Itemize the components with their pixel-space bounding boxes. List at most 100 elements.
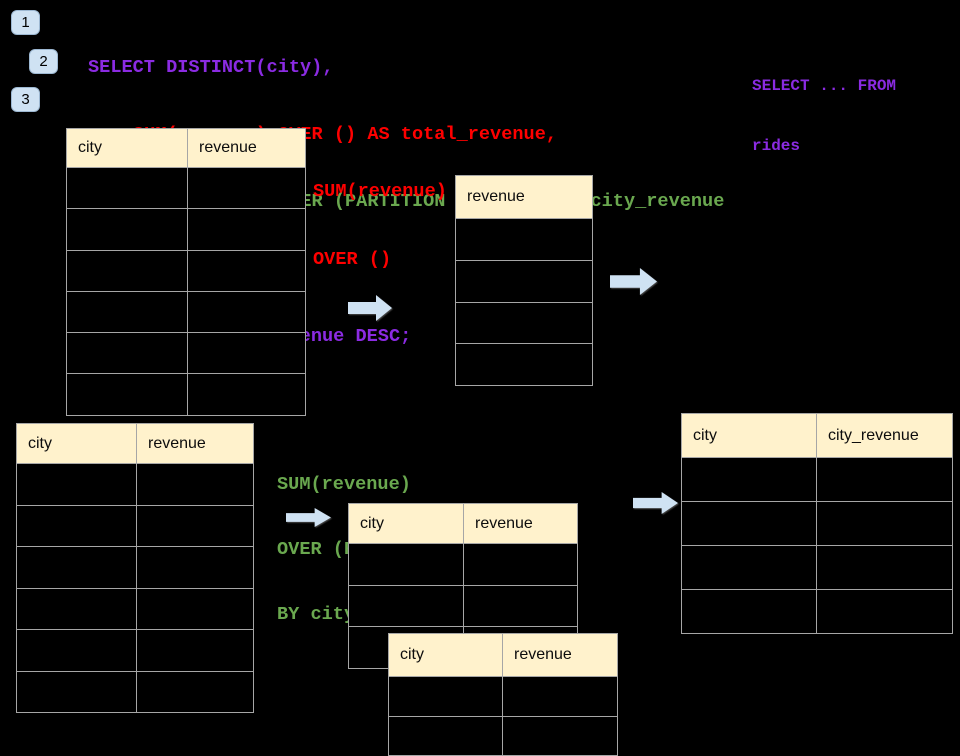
annotation-sum-over-line-1: SUM(revenue) bbox=[313, 181, 447, 204]
column-header-city: city bbox=[17, 424, 137, 464]
column-header-city-revenue: city_revenue bbox=[817, 414, 953, 458]
step-badge-1: 1 bbox=[11, 10, 40, 35]
annotation-partition-line-1: SUM(revenue) bbox=[277, 474, 444, 496]
table-cell-empty bbox=[349, 586, 464, 628]
table-cell-empty bbox=[456, 219, 593, 261]
table-cell-empty bbox=[67, 333, 188, 374]
annotation-sum-over-line-2: OVER () bbox=[313, 249, 447, 272]
step-badge-2: 2 bbox=[29, 49, 58, 74]
table-cell-empty bbox=[389, 717, 503, 756]
table-cell-empty bbox=[503, 677, 618, 717]
table-cell-empty bbox=[67, 209, 188, 250]
table-row bbox=[17, 506, 254, 548]
table-cell-empty bbox=[188, 251, 306, 292]
table-header-row: city revenue bbox=[17, 424, 254, 464]
table-cell-empty bbox=[389, 677, 503, 717]
table-row bbox=[456, 303, 593, 345]
table-cell-empty bbox=[17, 464, 137, 506]
table-cell-empty bbox=[188, 333, 306, 374]
flow-arrow-right-icon bbox=[610, 268, 657, 295]
column-header-city: city bbox=[389, 634, 503, 677]
sql-side-line-1: SELECT ... FROM bbox=[752, 76, 896, 96]
column-header-revenue: revenue bbox=[464, 504, 578, 544]
table-cell-empty bbox=[682, 546, 817, 590]
table-cell-empty bbox=[349, 544, 464, 586]
table-row bbox=[17, 547, 254, 589]
table-header-row: city revenue bbox=[349, 504, 578, 544]
table-cell-empty bbox=[188, 209, 306, 250]
table-partition-overlay: city revenue bbox=[388, 633, 618, 756]
sql-snippet-select-from: SELECT ... FROM rides bbox=[752, 36, 896, 176]
table-cell-empty bbox=[817, 590, 953, 634]
sql-side-line-2: rides bbox=[752, 136, 896, 156]
table-cell-empty bbox=[137, 506, 254, 548]
table-cell-empty bbox=[682, 502, 817, 546]
table-cell-empty bbox=[188, 292, 306, 333]
table-row bbox=[682, 458, 953, 502]
table-row bbox=[389, 717, 618, 756]
flow-arrow-right-icon bbox=[348, 295, 392, 321]
table-header-row: city city_revenue bbox=[682, 414, 953, 458]
flow-arrow-right-icon bbox=[286, 508, 331, 527]
column-header-revenue: revenue bbox=[137, 424, 254, 464]
table-cell-empty bbox=[137, 464, 254, 506]
table-header-row: revenue bbox=[456, 176, 593, 219]
table-row bbox=[682, 590, 953, 634]
table-row bbox=[17, 464, 254, 506]
table-cell-empty bbox=[817, 458, 953, 502]
table-cell-empty bbox=[456, 303, 593, 345]
table-row bbox=[682, 502, 953, 546]
table-row bbox=[17, 672, 254, 714]
table-cell-empty bbox=[188, 374, 306, 415]
table-source-top: city revenue bbox=[66, 128, 306, 416]
table-row bbox=[67, 168, 306, 209]
table-cell-empty bbox=[503, 717, 618, 756]
table-total-revenue: revenue bbox=[455, 175, 593, 386]
table-cell-empty bbox=[817, 502, 953, 546]
table-cell-empty bbox=[817, 546, 953, 590]
table-row bbox=[67, 292, 306, 333]
column-header-revenue: revenue bbox=[188, 129, 306, 168]
table-row bbox=[456, 261, 593, 303]
table-cell-empty bbox=[17, 589, 137, 631]
table-cell-empty bbox=[456, 344, 593, 386]
table-header-row: city revenue bbox=[389, 634, 618, 677]
table-row bbox=[389, 677, 618, 717]
table-result: city city_revenue bbox=[681, 413, 953, 634]
table-row bbox=[456, 344, 593, 386]
table-cell-empty bbox=[17, 506, 137, 548]
column-header-city: city bbox=[682, 414, 817, 458]
sql-line-select: SELECT DISTINCT(city), bbox=[88, 57, 724, 79]
table-cell-empty bbox=[137, 672, 254, 714]
table-cell-empty bbox=[17, 672, 137, 714]
column-header-revenue: revenue bbox=[456, 176, 593, 219]
table-cell-empty bbox=[67, 168, 188, 209]
table-row bbox=[67, 251, 306, 292]
table-header-row: city revenue bbox=[67, 129, 306, 168]
table-cell-empty bbox=[67, 374, 188, 415]
table-cell-empty bbox=[137, 547, 254, 589]
table-row bbox=[349, 586, 578, 628]
table-cell-empty bbox=[456, 261, 593, 303]
table-row bbox=[17, 589, 254, 631]
column-header-city: city bbox=[349, 504, 464, 544]
table-cell-empty bbox=[137, 589, 254, 631]
table-cell-empty bbox=[67, 251, 188, 292]
table-cell-empty bbox=[188, 168, 306, 209]
table-cell-empty bbox=[67, 292, 188, 333]
flow-arrow-right-icon bbox=[633, 492, 678, 514]
table-row bbox=[456, 219, 593, 261]
column-header-revenue: revenue bbox=[503, 634, 618, 677]
table-cell-empty bbox=[682, 590, 817, 634]
table-row bbox=[67, 209, 306, 250]
table-cell-empty bbox=[464, 544, 578, 586]
table-row bbox=[67, 333, 306, 374]
annotation-sum-over: SUM(revenue) OVER () bbox=[313, 136, 447, 294]
column-header-city: city bbox=[67, 129, 188, 168]
table-row bbox=[682, 546, 953, 590]
table-row bbox=[67, 374, 306, 415]
table-cell-empty bbox=[682, 458, 817, 502]
table-cell-empty bbox=[464, 586, 578, 628]
table-row bbox=[17, 630, 254, 672]
table-row bbox=[349, 544, 578, 586]
